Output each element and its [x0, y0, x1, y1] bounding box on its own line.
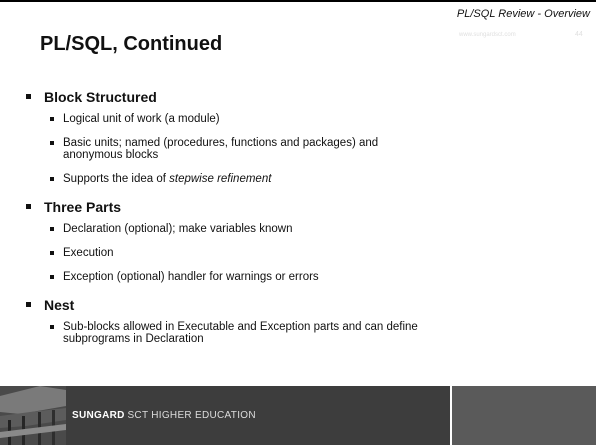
brand-wordmark: SUNGARD SCT HIGHER EDUCATION — [72, 410, 256, 421]
classroom-photo-icon — [0, 386, 66, 445]
footer-bar: SUNGARD SCT HIGHER EDUCATION — [0, 386, 596, 445]
square-bullet-icon — [26, 302, 31, 307]
square-bullet-icon — [26, 94, 31, 99]
brand-division: SCT HIGHER EDUCATION — [127, 410, 256, 421]
square-bullet-icon — [50, 141, 54, 145]
bullet-heading: Three Parts — [44, 199, 122, 215]
sub-bullet-logical-unit: Logical unit of work (a module) — [26, 113, 220, 125]
bullet-three-parts: Three Parts — [26, 199, 121, 215]
sub-bullet-exception: Exception (optional) handler for warning… — [26, 271, 319, 283]
square-bullet-icon — [26, 204, 31, 209]
square-bullet-icon — [50, 177, 54, 181]
bullet-block-structured: Block Structured — [26, 89, 157, 105]
sub-bullet-text-line1: Basic units; named (procedures, function… — [63, 137, 379, 149]
header-rule — [0, 0, 596, 2]
section-title: PL/SQL Review - Overview — [456, 8, 590, 20]
brand-sungard: SUNGARD — [72, 410, 125, 421]
sub-bullet-text-line2: anonymous blocks — [63, 149, 159, 161]
sub-bullet-sub-blocks: Sub-blocks allowed in Executable and Exc… — [26, 321, 418, 345]
sub-bullet-declaration: Declaration (optional); make variables k… — [26, 223, 292, 235]
square-bullet-icon — [50, 251, 54, 255]
sub-bullet-stepwise: Supports the idea of stepwise refinement — [26, 173, 271, 185]
classroom-photo-image — [0, 386, 66, 445]
sub-bullet-text-line1: Sub-blocks allowed in Executable and Exc… — [63, 321, 418, 333]
square-bullet-icon — [50, 275, 54, 279]
bullet-nest: Nest — [26, 297, 74, 313]
sub-bullet-basic-units: Basic units; named (procedures, function… — [26, 137, 378, 161]
sub-bullet-text: Supports the idea of — [63, 173, 170, 185]
footer-url: www.sungardsct.com — [459, 32, 516, 38]
sub-bullet-text-line2: subprograms in Declaration — [63, 333, 204, 345]
bullet-heading: Nest — [44, 297, 75, 313]
sub-bullet-text: Declaration (optional); make variables k… — [63, 223, 293, 235]
square-bullet-icon — [50, 227, 54, 231]
footer-right-panel — [450, 386, 596, 445]
sub-bullet-text: Execution — [63, 247, 114, 259]
sub-bullet-execution: Execution — [26, 247, 114, 259]
sub-bullet-text: Logical unit of work (a module) — [63, 113, 220, 125]
square-bullet-icon — [50, 117, 54, 121]
sub-bullet-text: Exception (optional) handler for warning… — [63, 271, 319, 283]
page-number: 44 — [575, 31, 583, 38]
square-bullet-icon — [50, 325, 54, 329]
bullet-heading: Block Structured — [44, 89, 157, 105]
emphasis-text: stepwise refinement — [169, 173, 272, 185]
slide-title: PL/SQL, Continued — [40, 33, 223, 55]
